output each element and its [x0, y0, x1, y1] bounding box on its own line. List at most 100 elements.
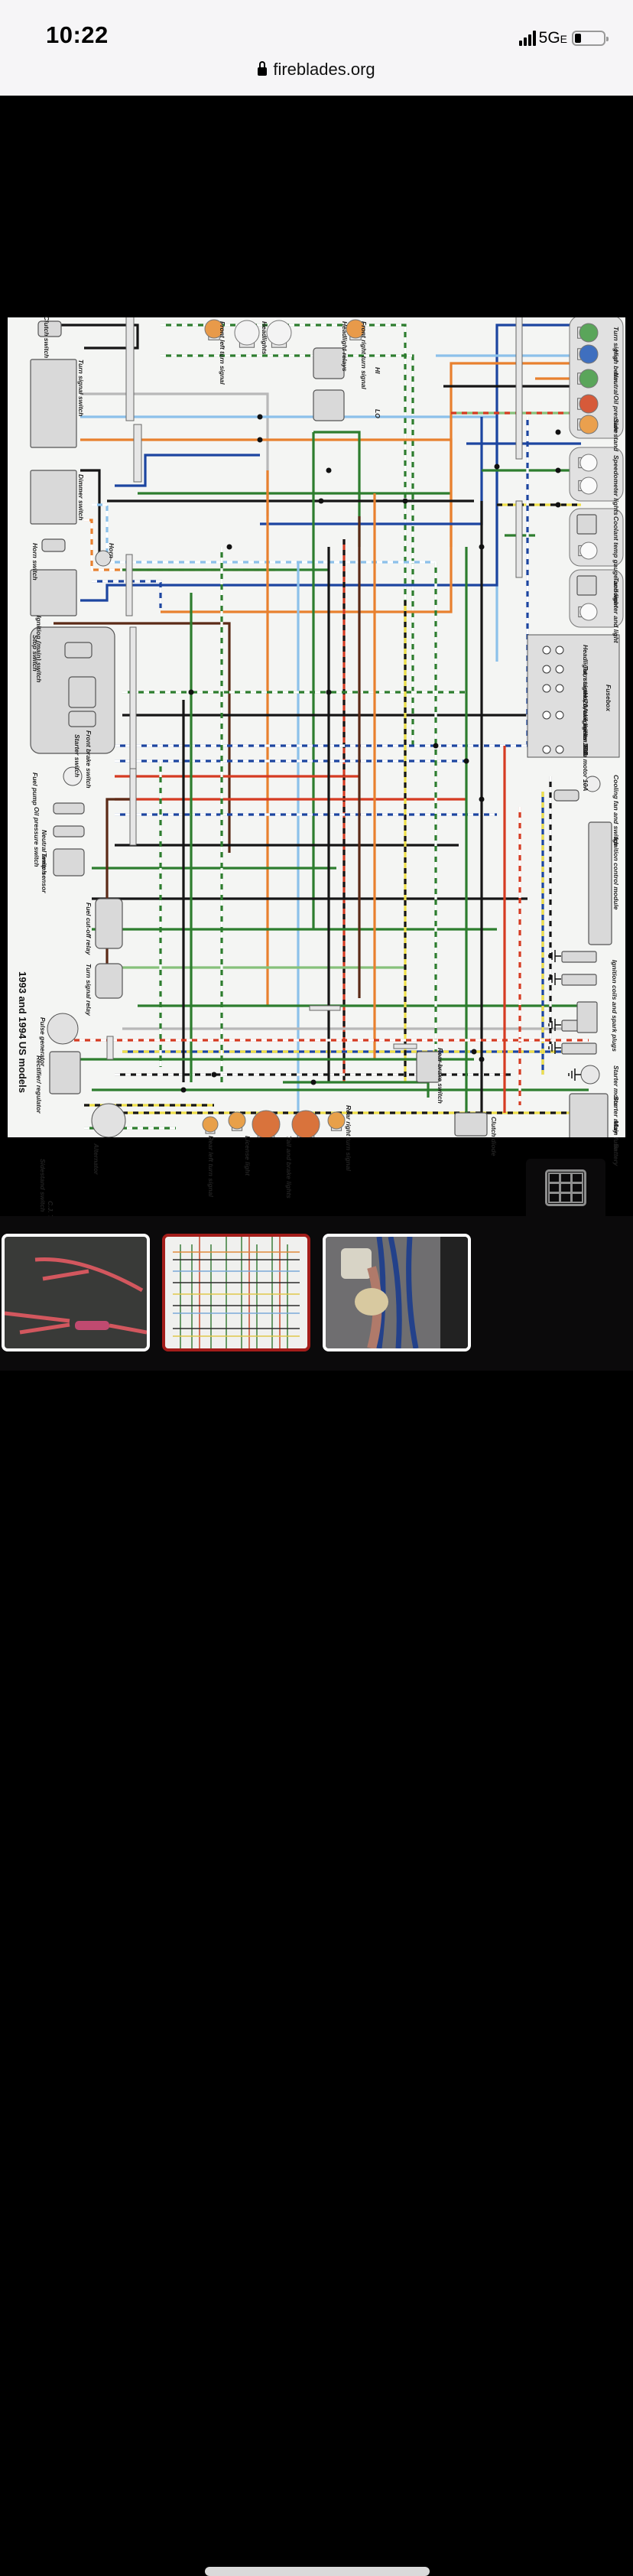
junction-dot [479, 1056, 485, 1062]
label-headlights: Headlights [261, 321, 268, 355]
ignition-coils [576, 1001, 598, 1033]
junction-dot [555, 467, 561, 473]
starter-motor [580, 1065, 600, 1085]
label-front-left-turn: Front left turn signal [219, 321, 226, 385]
label-front-brake-switch: Front brake switch [85, 730, 93, 789]
junction-dot [310, 1079, 316, 1085]
red-wires-photo [5, 1257, 147, 1335]
label-indicator-side: Side stand [612, 418, 620, 451]
wiring-diagram-svg [30, 317, 624, 1137]
oil-pressure-switch [53, 802, 85, 815]
wire-tracer-white [92, 580, 162, 608]
connector-block [106, 1036, 114, 1060]
wire-light_blue [80, 415, 498, 662]
fuel-pump-motor [63, 766, 83, 786]
horn-switch [41, 538, 66, 552]
connector-block [129, 768, 137, 846]
status-bar: 10:22 5GE fireblades.org [0, 0, 633, 96]
label-clutch-diode: Clutch diode [490, 1117, 498, 1156]
thumbnail-strip[interactable] [0, 1216, 633, 2576]
url-text: fireblades.org [273, 60, 375, 79]
fusebox [527, 634, 620, 758]
label-rectifier-regulator: Rectifier/ regulator [35, 1055, 43, 1114]
label-ignition-coils: Ignition coils and spark plugs [611, 960, 618, 1052]
side-stand-indicator-bulb [579, 415, 599, 434]
wire-black [61, 324, 139, 350]
diagram-title: 1993 and 1994 US models [17, 971, 28, 1093]
junction-dot [463, 758, 469, 764]
lock-icon [258, 61, 268, 76]
label-cooling-fan: Cooling fan and switch [612, 775, 620, 847]
ignition-switch [30, 569, 77, 616]
neutral-indicator-bulb [579, 369, 599, 389]
label-battery: Battery [612, 1143, 620, 1166]
label-horn-switch: Horn switch [31, 543, 39, 581]
ground-symbol [548, 950, 561, 962]
label-fuel-pump: Fuel pump [31, 772, 39, 805]
grid-view-button[interactable] [526, 1159, 605, 1216]
label-fusebox: Fusebox [605, 685, 612, 711]
tachometer-gauge [576, 575, 597, 596]
thumbnail-wiring-diagram[interactable] [162, 1234, 310, 1351]
connector-photo [326, 1237, 468, 1348]
label-tachometer: Tachometer and light [612, 577, 620, 643]
label-speedometer-lights: Speedometer lights [612, 455, 620, 516]
label-rear-left-turn: Rear left turn signal [207, 1136, 215, 1197]
junction-dot [211, 1072, 217, 1078]
ground-symbol [548, 1042, 561, 1054]
wire-light_blue [92, 503, 436, 564]
label-indicator-neutral: Neutral [612, 372, 620, 395]
rear-brake-switch [416, 1051, 440, 1083]
status-icons: 5GE [518, 29, 609, 47]
url-bar[interactable]: fireblades.org [0, 60, 633, 80]
license-light-bulb [228, 1111, 246, 1130]
label-alternator: Alternator [93, 1143, 100, 1175]
ignition-coil-plug [561, 1042, 597, 1055]
fuse-terminal [542, 745, 551, 754]
fuse-terminal [555, 665, 564, 674]
wire-blue [260, 417, 483, 525]
fuse-terminal [555, 745, 564, 754]
junction-dot [188, 689, 194, 695]
label-license-light: License light [244, 1136, 252, 1176]
label-turn-signal-relay: Turn signal relay [85, 964, 93, 1016]
pulse-generator [47, 1013, 79, 1045]
fuse-terminal [542, 711, 551, 720]
junction-dot [555, 502, 561, 508]
junction-dot [433, 743, 439, 749]
front-brake-switch [68, 711, 96, 727]
grid-icon [545, 1169, 586, 1206]
neutral-switch [53, 825, 85, 838]
wire-tracer-white [115, 417, 529, 747]
headlight-relay-lo [313, 389, 345, 421]
network-type: 5GE [538, 29, 567, 47]
label-fuse-fan: Fan motor 10A [582, 746, 589, 792]
connector-block [393, 1043, 417, 1049]
wire-blue [115, 454, 260, 487]
connector-block [125, 554, 133, 616]
fuel-cutoff-relay [95, 898, 123, 949]
stop-switch [64, 642, 93, 659]
junction-dot [180, 1087, 187, 1093]
connector-block [133, 424, 142, 483]
clutch-switch [37, 320, 62, 337]
battery-icon [572, 31, 609, 46]
thumbnail-red-wires[interactable] [2, 1234, 150, 1351]
label-ignition-control-module: Ignition control module [612, 838, 620, 910]
wire-tracer-white [84, 519, 275, 571]
label-front-right-turn: Front right turn signal [360, 321, 368, 389]
clock: 10:22 [46, 21, 109, 48]
label-tail-brake: Tail and brake lights [285, 1136, 293, 1199]
junction-dot [402, 498, 408, 504]
oil-pressure-indicator-bulb [579, 394, 599, 414]
home-indicator[interactable] [205, 2567, 430, 2576]
junction-dot [555, 429, 561, 435]
junction-dot [471, 1049, 477, 1055]
label-sidestand-switch: Sidestand switch [39, 1159, 47, 1212]
thumbnail-connector[interactable] [323, 1234, 471, 1351]
connector-block [515, 317, 523, 460]
junction-dot [318, 498, 324, 504]
starter-switch [68, 676, 96, 708]
label-temp-sensor: Temp sensor [41, 853, 48, 893]
